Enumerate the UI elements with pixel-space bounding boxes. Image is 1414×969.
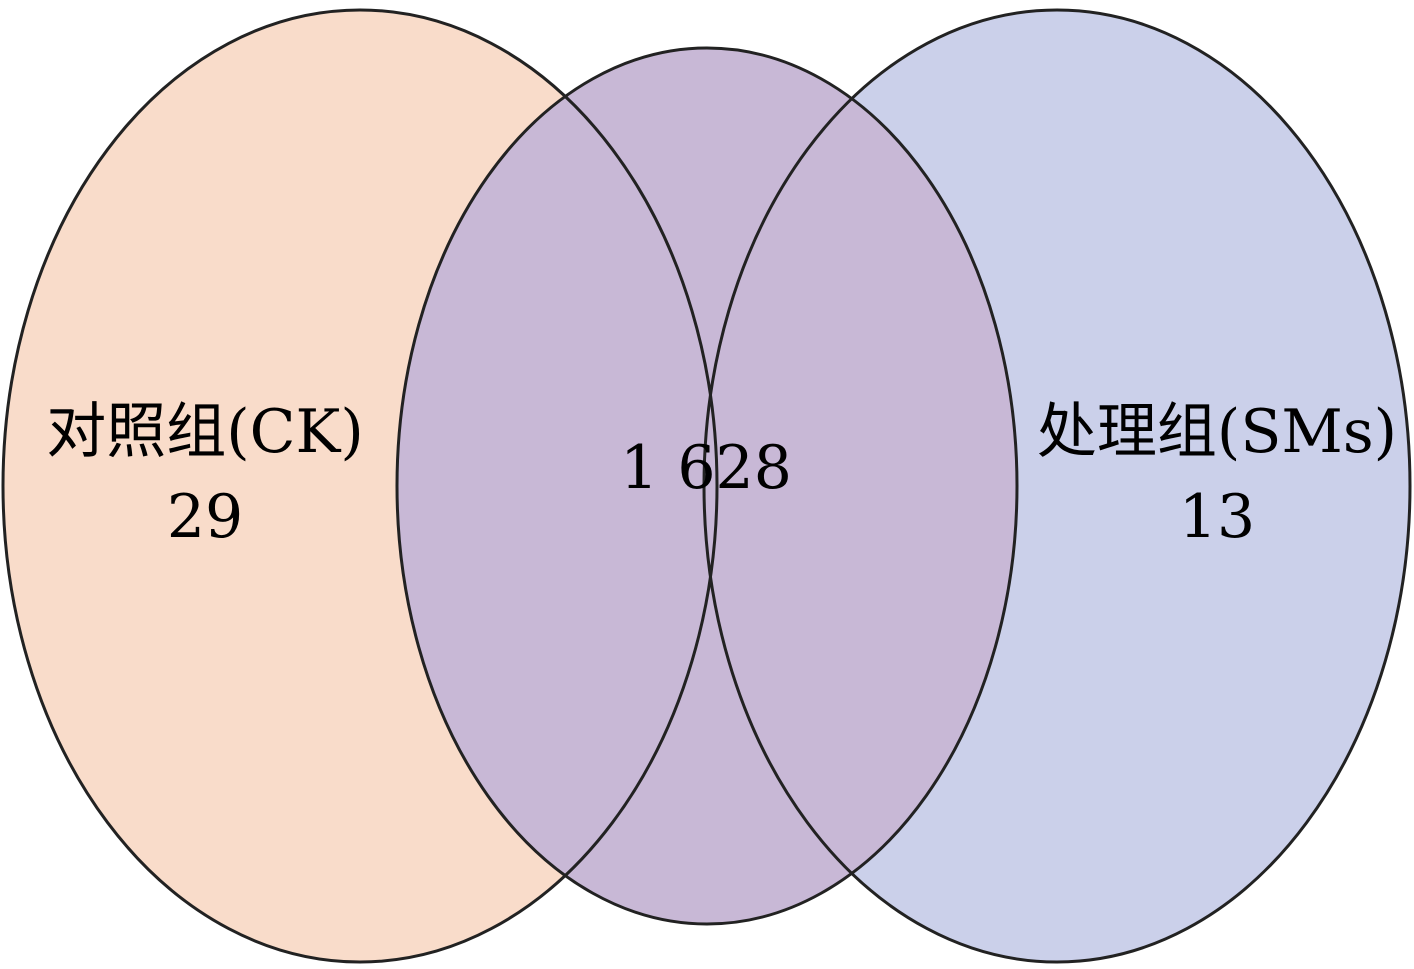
overlap-count: 1 628: [620, 433, 792, 503]
overlap-outline: [395, 46, 1019, 926]
set-label-control: 对照组(CK): [46, 397, 364, 467]
overlap-region: [397, 48, 1017, 924]
set-outline-control: [1, 8, 719, 964]
set-count-treatment: 13: [1179, 482, 1255, 552]
set-count-control: 29: [167, 482, 243, 552]
set-outline-treatment: [702, 8, 1412, 964]
set-label-treatment: 处理组(SMs): [1037, 397, 1397, 467]
